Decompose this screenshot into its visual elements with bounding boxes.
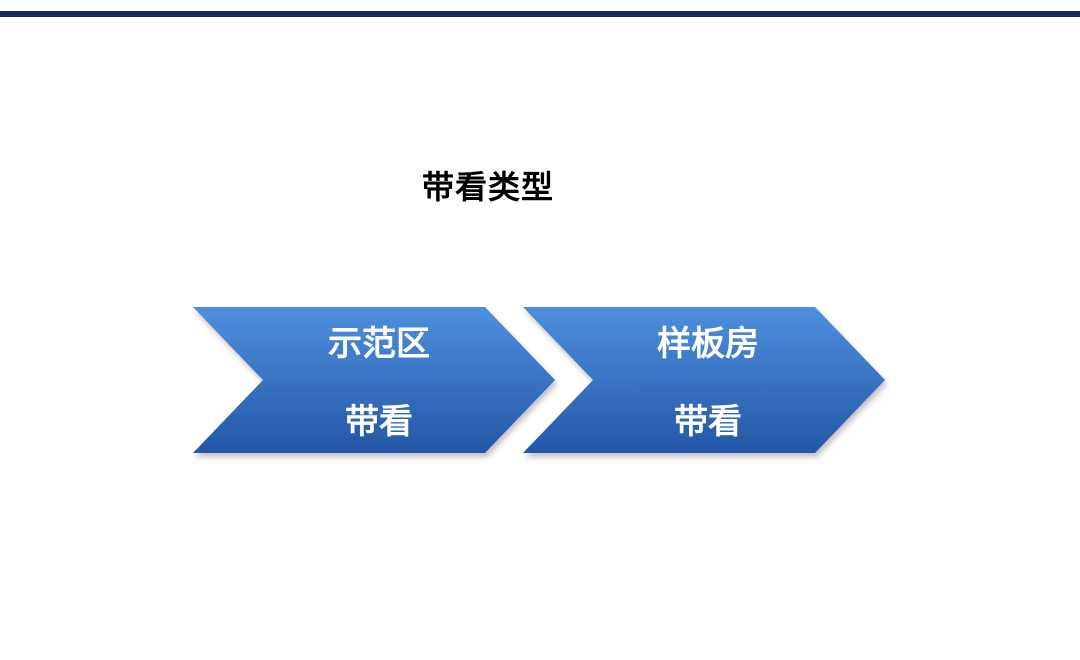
chevron-shape-2 — [523, 307, 885, 453]
top-accent-bar — [0, 11, 1080, 17]
chevron-step-1-line1: 示范区 — [328, 324, 430, 364]
chevron-step-2-line1: 样板房 — [657, 324, 759, 364]
chevron-step-2: 样板房 带看 — [523, 307, 885, 453]
chevron-step-1-line2: 带看 — [345, 402, 413, 442]
slide-title: 带看类型 — [422, 168, 555, 206]
chevron-step-1: 示范区 带看 — [193, 307, 555, 453]
chevron-shape-1 — [193, 307, 555, 453]
chevron-step-2-line2: 带看 — [674, 402, 742, 442]
